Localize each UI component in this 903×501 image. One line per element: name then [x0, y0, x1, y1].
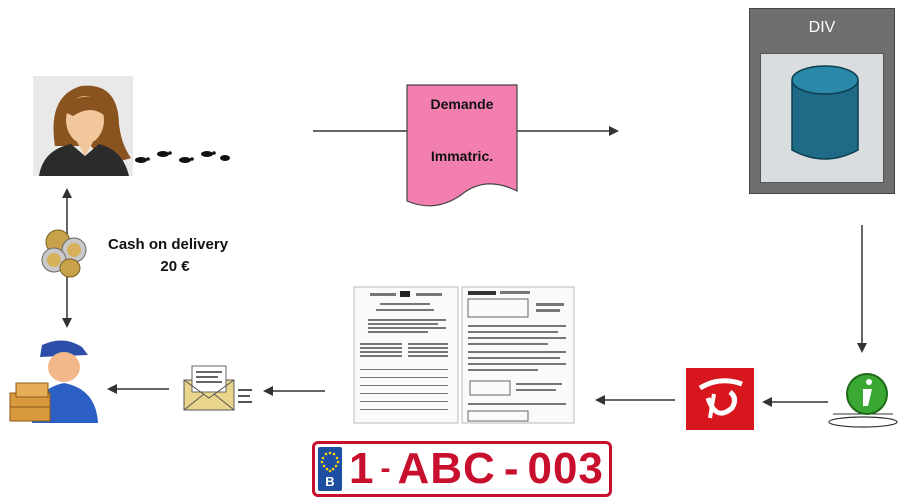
plate-separator: - [380, 452, 392, 485]
arrow-post-to-docs [595, 395, 675, 405]
payment-label-line1: Cash on delivery [108, 236, 229, 253]
plate-dash: - [503, 444, 520, 493]
footsteps-icon [135, 151, 230, 163]
person-icon [33, 76, 133, 176]
plate-letters: ABC [397, 444, 496, 493]
database-icon [791, 65, 859, 160]
arrow-info-to-post [762, 397, 828, 407]
arrow-docs-to-envelope [263, 386, 325, 396]
license-plate: B 1 - ABC - 003 [312, 441, 612, 497]
div-title: DIV [808, 19, 836, 36]
delivery-man-icon [9, 340, 98, 423]
request-label-line1: Demande [430, 96, 494, 112]
plate-text: 1 - ABC - 003 [349, 444, 604, 494]
arrow-envelope-to-courier [107, 384, 169, 394]
envelope-icon [183, 365, 252, 411]
request-document [406, 84, 518, 207]
postal-logo-icon [686, 368, 754, 430]
arrow-to-div [517, 126, 619, 136]
request-label-line2: Immatric. [430, 148, 494, 164]
plate-country: B [325, 474, 335, 489]
arrow-div-to-info [857, 225, 867, 353]
eu-stars-icon [320, 451, 340, 473]
coins-icon [41, 229, 87, 278]
payment-label-line2: 20 € [160, 258, 190, 275]
documents-icon [353, 286, 575, 424]
arrow-to-request [313, 130, 409, 132]
info-icon [828, 373, 898, 428]
plate-digits: 003 [527, 444, 604, 493]
plate-number: 1 [349, 444, 375, 493]
eu-band: B [318, 447, 342, 491]
